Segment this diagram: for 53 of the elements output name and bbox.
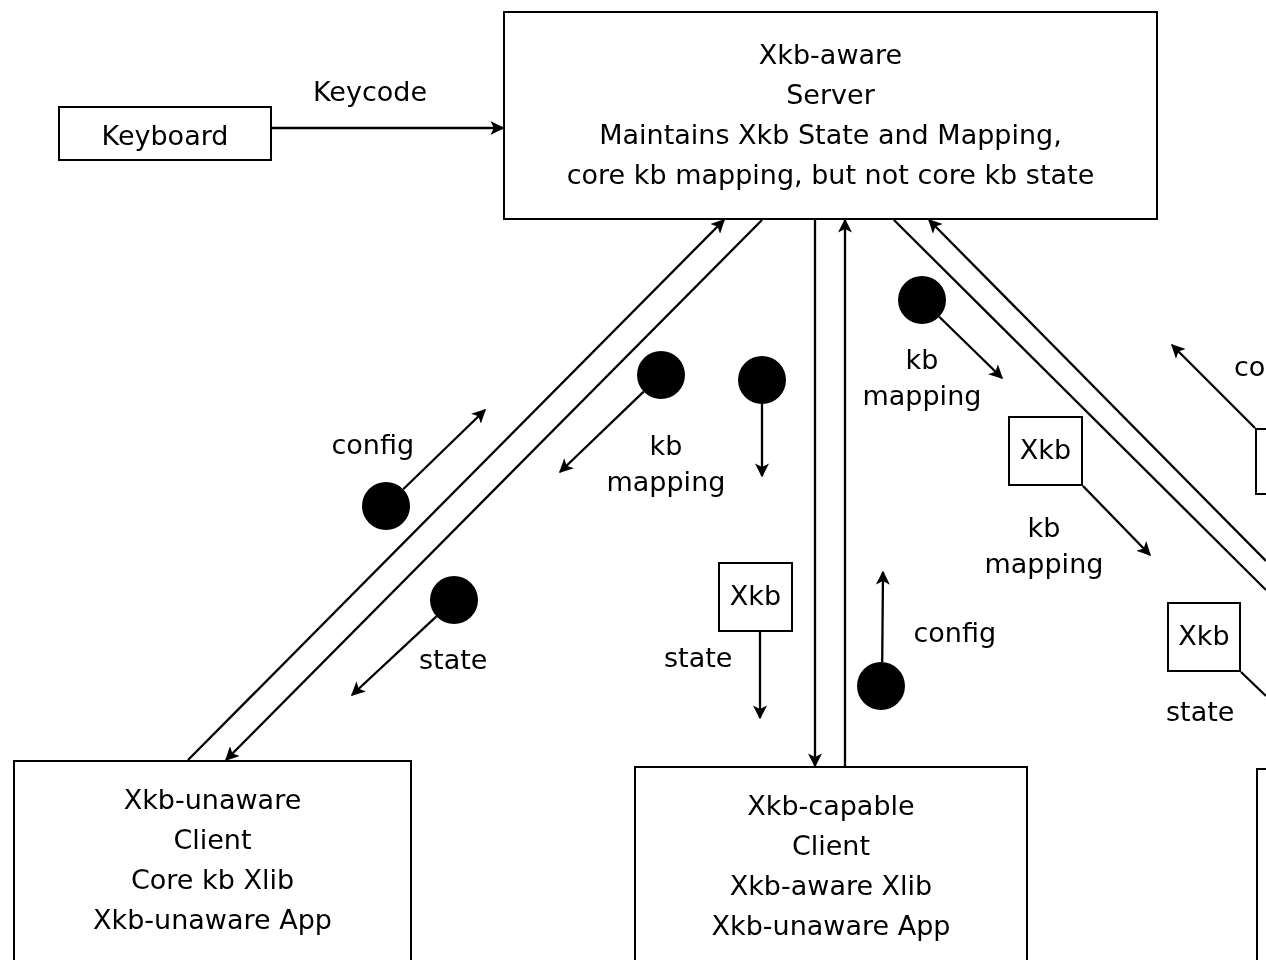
node-text: core kb mapping, but not core kb state (566, 158, 1095, 192)
arrow-caption: state (1166, 695, 1235, 729)
arrow-caption: kb mapping (606, 429, 726, 499)
node-text: Xkb (1019, 433, 1072, 467)
filled-circle (430, 576, 478, 624)
arrow-caption: state (419, 643, 488, 677)
arrow-caption: config (913, 616, 997, 650)
arrow (755, 404, 769, 478)
filled-circle (898, 276, 946, 324)
process-box (503, 11, 1158, 220)
process-box (13, 760, 412, 960)
partial-box (1256, 768, 1266, 960)
arrow (1082, 485, 1151, 556)
node-text: Keyboard (101, 119, 229, 153)
arrow (838, 218, 852, 766)
arrow (753, 632, 767, 720)
node-text: Xkb-aware Xlib (729, 869, 933, 903)
node-text: Client (791, 829, 871, 863)
partial-box (1255, 428, 1266, 495)
node-text: Server (786, 78, 875, 112)
arrow-caption: kb mapping (984, 511, 1104, 581)
node-text: Xkb-unaware App (711, 909, 951, 943)
node-text: Xkb (729, 579, 782, 613)
node-text: Xkb-unaware (123, 783, 302, 817)
node-text: Xkb-unaware App (93, 903, 332, 937)
node-text: Core kb Xlib (130, 863, 295, 897)
arrow-caption: state (664, 641, 733, 675)
node-text: Xkb (1178, 619, 1230, 653)
arrow-caption: config (331, 428, 415, 462)
node-text: Xkb-aware (758, 38, 903, 72)
arrow (272, 121, 505, 135)
arrow (402, 409, 486, 491)
arrow (559, 390, 645, 473)
arrow (938, 315, 1003, 379)
filled-circle (857, 662, 905, 710)
node-text: Xkb-capable (747, 789, 915, 823)
node-text: Client (173, 823, 252, 857)
label-box (1167, 602, 1241, 672)
node-text: Maintains Xkb State and Mapping, (599, 118, 1062, 152)
label-box (1008, 416, 1083, 486)
filled-circle (637, 351, 685, 399)
arrow-caption: kb mapping (862, 343, 982, 413)
label-box (58, 106, 272, 161)
arrow (351, 615, 438, 696)
arrow (928, 219, 1266, 562)
arrow (1171, 344, 1256, 429)
filled-circle (738, 356, 786, 404)
process-box (634, 766, 1028, 960)
arrow (875, 570, 890, 663)
label-box (718, 562, 793, 632)
arrow (808, 220, 822, 768)
arrow-caption: co (1234, 350, 1266, 384)
filled-circle (362, 482, 410, 530)
